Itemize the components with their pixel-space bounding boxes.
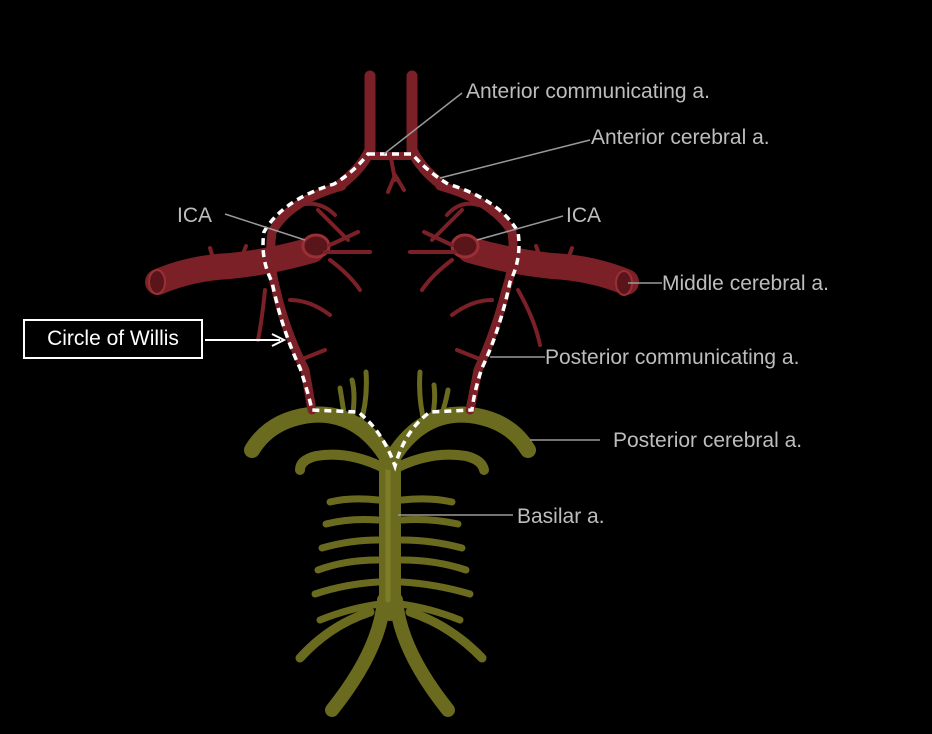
middle-cerebral-artery-left [145,237,325,295]
label-circle-of-willis: Circle of Willis [47,327,179,350]
label-ica-left: ICA [177,204,213,227]
leader-lines [224,92,662,516]
pca-perforators [337,369,451,428]
lower-branches [295,607,487,663]
label-anterior-cerebral: Anterior cerebral a. [591,126,770,149]
label-anterior-communicating: Anterior communicating a. [466,80,710,103]
basilar-system [244,369,536,717]
circle-of-willis-label-box: Circle of Willis [23,319,203,359]
red-branches [208,173,574,362]
posterior-cerebral-artery-left [244,406,398,470]
superior-cerebellar-arteries [295,449,489,475]
label-posterior-communicating: Posterior communicating a. [545,346,800,369]
circle-of-willis-outline [261,152,521,472]
label-ica-right: ICA [566,204,602,227]
label-posterior-cerebral: Posterior cerebral a. [613,429,803,452]
basilar-branches [311,495,474,624]
middle-cerebral-artery-right [457,237,639,295]
carotid-system [145,70,639,415]
posterior-cerebral-artery-right [382,406,536,470]
label-basilar: Basilar a. [517,505,605,528]
label-middle-cerebral: Middle cerebral a. [662,272,829,295]
circle-of-willis-arrow [205,333,287,347]
